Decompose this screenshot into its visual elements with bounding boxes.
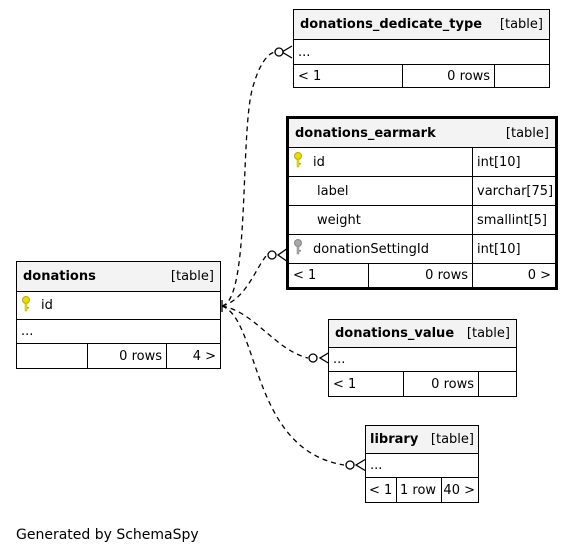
row-count: 0 rows <box>402 65 494 87</box>
table-kind: [table] <box>170 269 214 284</box>
table-kind: [table] <box>466 326 510 341</box>
children-link[interactable]: 4 > <box>166 344 220 368</box>
column-type: varchar[75] <box>472 177 555 205</box>
column-name: id <box>313 154 325 170</box>
table-footer: < 1 0 rows <box>294 65 549 87</box>
ellipsis-row: ... <box>17 320 220 344</box>
ellipsis: ... <box>298 44 311 60</box>
column-name: weight <box>317 212 361 228</box>
parents-link[interactable] <box>17 344 87 368</box>
table-kind: [table] <box>505 125 549 141</box>
table-name: donations_dedicate_type <box>300 17 483 32</box>
parents-link[interactable]: < 1 <box>293 268 317 283</box>
crowfoot-library <box>354 458 367 472</box>
table-name: donations_earmark <box>295 125 436 141</box>
column-row: weight smallint[5] <box>289 206 555 235</box>
edge-donations-earmark <box>221 255 267 307</box>
optional-circle-value <box>308 353 318 363</box>
table-kind: [table] <box>499 17 543 32</box>
table-donations[interactable]: donations [table] id ... 0 rows 4 > <box>16 261 221 369</box>
column-row: donationSettingId int[10] <box>289 235 555 264</box>
column-row: id <box>17 292 220 320</box>
parents-link[interactable]: < 1 <box>333 376 357 392</box>
parents-link[interactable]: < 1 <box>298 68 322 84</box>
children-link[interactable] <box>494 65 549 87</box>
table-donations-dedicate-type[interactable]: donations_dedicate_type [table] ... < 1 … <box>293 9 550 88</box>
table-donations-value[interactable]: donations_value [table] ... < 1 0 rows <box>328 319 517 397</box>
row-count: 0 rows <box>368 264 472 287</box>
optional-circle-earmark <box>267 250 277 260</box>
primary-key-icon <box>293 152 309 172</box>
column-name: donationSettingId <box>313 241 429 257</box>
table-header: donations_earmark [table] <box>289 119 555 148</box>
table-library[interactable]: library [table] ... < 1 1 row 40 > <box>365 425 479 503</box>
table-footer: 0 rows 4 > <box>17 344 220 368</box>
row-count: 0 rows <box>403 372 478 396</box>
table-name: library <box>370 432 419 447</box>
column-row: label varchar[75] <box>289 177 555 206</box>
table-donations-earmark[interactable]: donations_earmark [table] id int[10] lab… <box>286 116 558 290</box>
parents-link[interactable]: < 1 <box>369 482 393 498</box>
table-footer: < 1 0 rows <box>329 372 516 396</box>
ellipsis-row: ... <box>329 348 516 372</box>
crowfoot-value <box>318 351 331 365</box>
ellipsis-row: ... <box>294 40 549 65</box>
column-type: int[10] <box>472 235 555 263</box>
table-header: donations_value [table] <box>329 320 516 348</box>
row-count: 1 row <box>396 478 441 502</box>
generated-by-caption: Generated by SchemaSpy <box>16 527 199 543</box>
column-name: id <box>41 298 53 313</box>
optional-circle-dedicate-type <box>274 47 284 57</box>
edge-donations-dedicate-type <box>221 51 277 307</box>
column-name: label <box>317 183 349 199</box>
row-count: 0 rows <box>87 344 166 368</box>
table-name: donations_value <box>335 326 455 341</box>
foreign-key-icon <box>293 239 309 259</box>
edge-donations-value <box>221 305 309 359</box>
optional-circle-library <box>345 460 355 470</box>
crowfoot-earmark <box>276 247 289 263</box>
table-kind: [table] <box>430 432 474 447</box>
primary-key-icon <box>21 295 37 316</box>
ellipsis-row: ... <box>366 454 478 478</box>
children-link[interactable]: 40 > <box>441 478 478 502</box>
table-header: library [table] <box>366 426 478 454</box>
table-name: donations <box>23 269 96 284</box>
ellipsis: ... <box>370 458 383 473</box>
children-link[interactable]: 0 > <box>472 264 555 287</box>
ellipsis: ... <box>21 324 34 339</box>
column-type: int[10] <box>472 148 555 176</box>
ellipsis: ... <box>333 352 346 367</box>
table-header: donations [table] <box>17 262 220 292</box>
table-footer: < 1 0 rows 0 > <box>289 264 555 287</box>
table-footer: < 1 1 row 40 > <box>366 478 478 502</box>
column-row: id int[10] <box>289 148 555 177</box>
children-link[interactable] <box>478 372 516 396</box>
edge-donations-library <box>221 305 345 466</box>
column-type: smallint[5] <box>472 206 555 234</box>
table-header: donations_dedicate_type [table] <box>294 10 549 40</box>
